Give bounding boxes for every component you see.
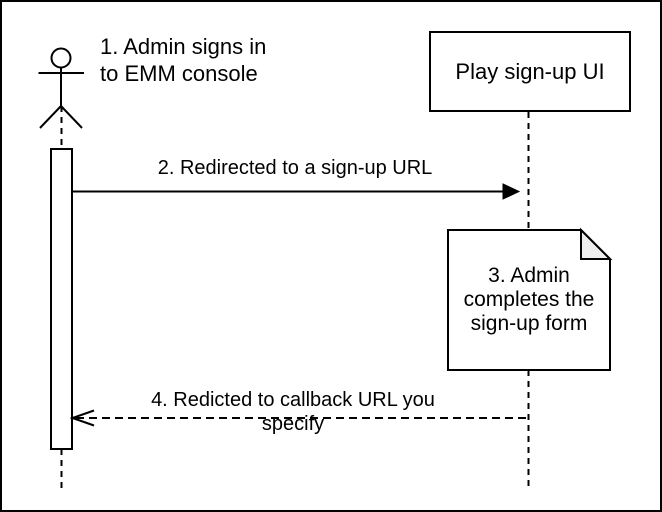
actor-icon: [38, 47, 84, 129]
message-4-arrow: [69, 409, 529, 427]
message-2-arrow: [72, 183, 521, 200]
participant-box: [429, 31, 631, 112]
filled-arrowhead-icon: [502, 183, 521, 200]
actor-right-leg: [60, 105, 83, 129]
activation-bar: [50, 148, 73, 450]
note-fold-corner-icon: [580, 227, 613, 260]
note-body: [447, 229, 611, 371]
message-4-label: 4. Redicted to callback URL you specify: [151, 389, 435, 435]
open-arrowhead-icon: [69, 409, 95, 427]
actor-left-leg: [39, 105, 62, 129]
note-label: 3. Admin completes the sign-up form: [463, 264, 595, 335]
actor-label: 1. Admin signs in to EMM console: [100, 34, 267, 86]
note-shape: [447, 227, 613, 371]
participant-label: Play sign-up UI: [455, 58, 605, 84]
message-2-label: 2. Redirected to a sign-up URL: [157, 157, 433, 179]
